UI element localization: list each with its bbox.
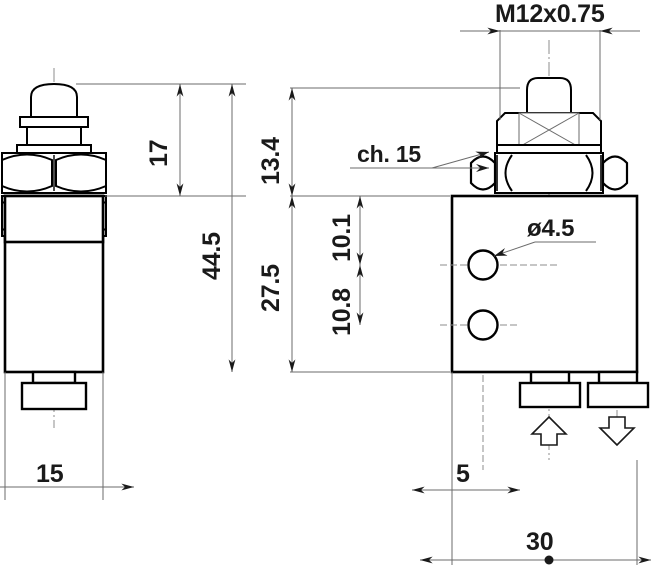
annotation-label-spanner: ch. 15 — [357, 141, 422, 167]
hex-nut-upper-side — [469, 152, 629, 194]
dim-thread-m12 — [460, 27, 640, 120]
dim-label-height-44-5: 44.5 — [198, 232, 226, 280]
dim-label-height-17: 17 — [145, 139, 173, 167]
annotation-spanner-leaders — [350, 151, 490, 172]
dim-label-height-10-8: 10.8 — [328, 288, 356, 336]
port-outlet-arrow — [598, 416, 636, 447]
dim-label-height-10-1: 10.1 — [328, 214, 356, 262]
dim-label-width-30: 30 — [526, 528, 554, 556]
port-fitting-front — [20, 370, 88, 411]
dim-label-height-13-4: 13.4 — [257, 137, 285, 185]
dim-height-27-5 — [288, 195, 450, 373]
port-inlet-arrow — [530, 415, 568, 446]
side-view — [440, 40, 650, 470]
dim-label-width-15: 15 — [36, 460, 64, 488]
plunger-cap-side — [526, 77, 572, 114]
valve-body-front-top-edge — [3, 194, 105, 244]
square-collar-side — [496, 112, 602, 154]
dim-width-15 — [0, 372, 134, 500]
valve-body-side — [450, 194, 639, 374]
dim-label-hole-diameter: ø4.5 — [527, 215, 575, 242]
mounting-hole-lower — [467, 309, 499, 341]
dim-label-height-27-5: 27.5 — [257, 264, 285, 312]
front-view — [0, 68, 107, 428]
plunger-collar — [16, 116, 92, 154]
port-fitting-inlet — [518, 370, 582, 409]
port-fitting-outlet — [586, 370, 650, 409]
dim-label-thread-m12: M12x0.75 — [495, 0, 605, 28]
dim-label-offset-5: 5 — [456, 460, 470, 488]
dim-width-30 — [420, 460, 651, 565]
hole-diameter-leader — [493, 241, 596, 257]
dim-height-13-4 — [288, 87, 520, 197]
plunger-cap — [30, 82, 78, 118]
hex-nut-upper — [0, 152, 107, 194]
mounting-hole-upper — [467, 249, 499, 281]
dim-height-17 — [76, 83, 246, 197]
dim-offset-5 — [412, 372, 520, 500]
